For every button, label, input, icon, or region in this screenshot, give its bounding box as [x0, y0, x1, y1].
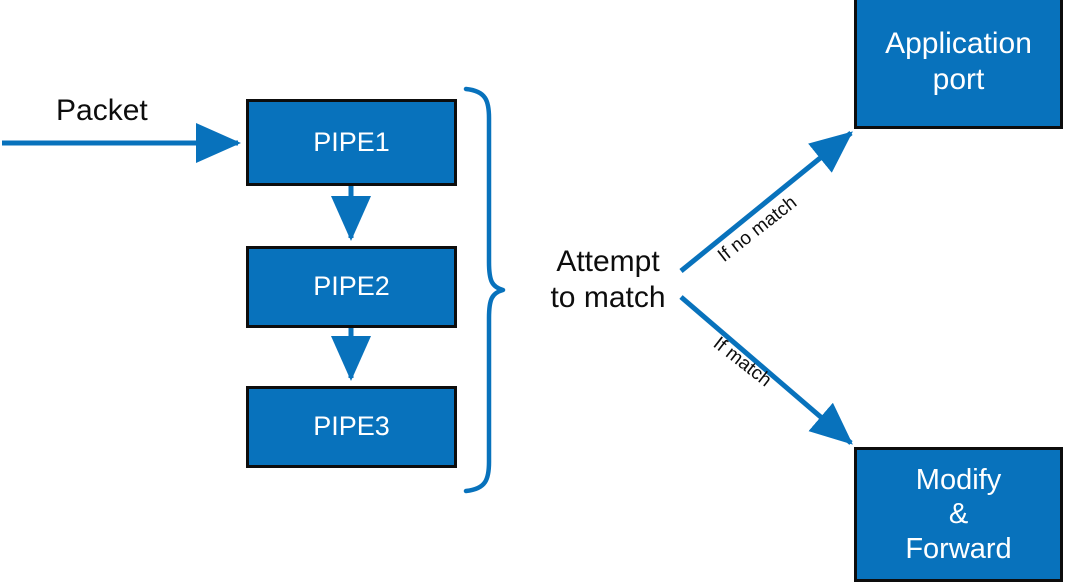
- node-modify-forward[interactable]: Modify & Forward: [854, 447, 1063, 582]
- node-pipe2[interactable]: PIPE2: [246, 246, 457, 328]
- node-application-port[interactable]: Application port: [854, 0, 1063, 129]
- curly-brace-pipe-group: [463, 86, 506, 494]
- connector-if-no-match: [679, 131, 853, 273]
- attempt-to-match-label: Attempt to match: [550, 245, 666, 314]
- packet-label: Packet: [56, 94, 148, 127]
- node-pipe1[interactable]: PIPE1: [246, 99, 457, 186]
- connector-if-match: [679, 295, 853, 445]
- node-pipe3[interactable]: PIPE3: [246, 386, 457, 468]
